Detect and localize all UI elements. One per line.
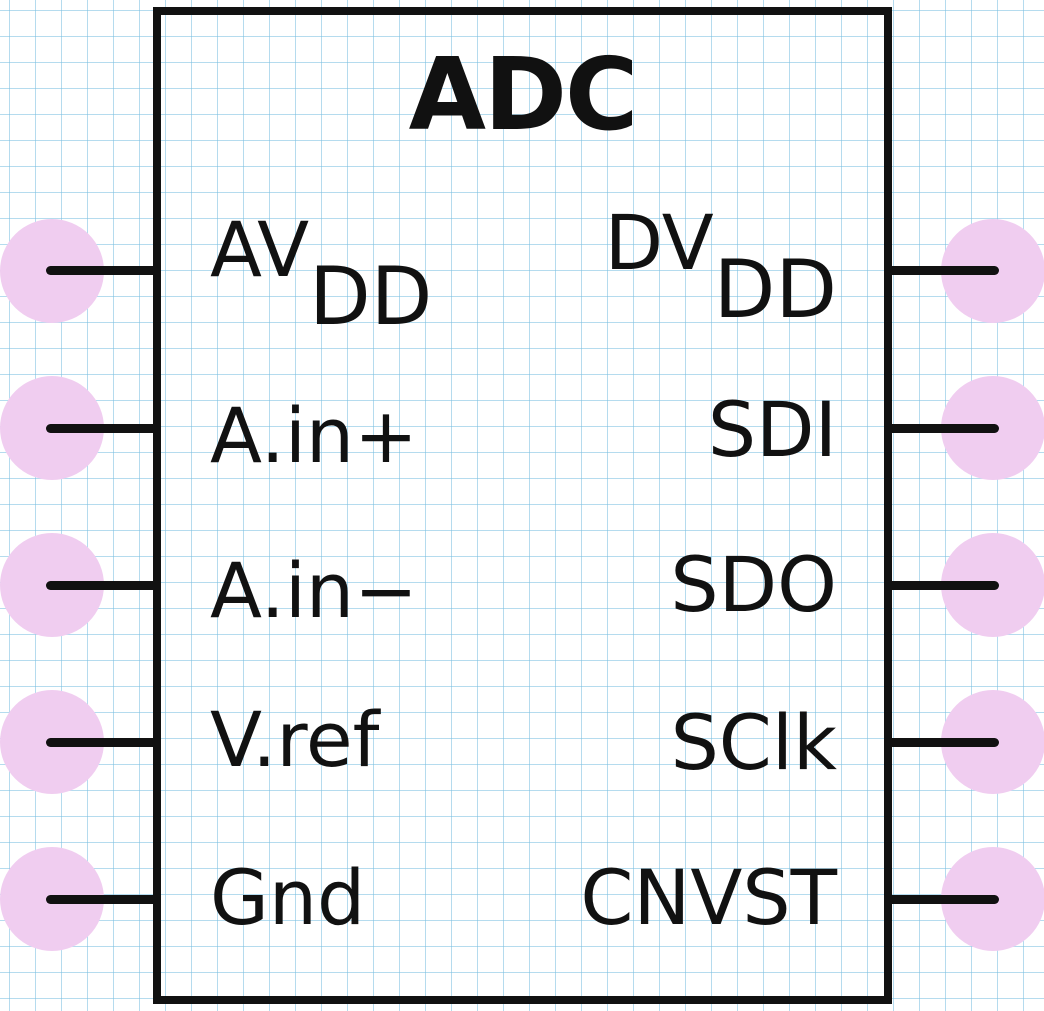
pin-label-sclk: SClk <box>670 698 837 787</box>
pin-lead-left-1 <box>46 266 158 275</box>
pin-label-dvdd-subscript: DD <box>713 243 837 336</box>
pin-lead-left-3 <box>46 581 158 590</box>
pin-label-ain-minus: A.in− <box>210 546 418 635</box>
pin-label-gnd: Gnd <box>210 853 366 942</box>
pin-lead-right-1 <box>887 266 999 275</box>
component-title: ADC <box>408 36 639 153</box>
pin-label-dvdd-main: DV <box>604 198 714 287</box>
pin-label-avdd-main: AV <box>210 205 310 294</box>
pin-label-dvdd: DVDD <box>605 205 837 330</box>
pin-label-cnvst: CNVST <box>580 853 837 942</box>
pin-lead-right-5 <box>887 895 999 904</box>
pin-lead-left-5 <box>46 895 158 904</box>
pin-lead-right-2 <box>887 424 999 433</box>
pin-lead-left-4 <box>46 738 158 747</box>
pin-label-sdi: SDI <box>707 385 837 474</box>
pin-lead-left-2 <box>46 424 158 433</box>
pin-lead-right-4 <box>887 738 999 747</box>
pin-label-ain-plus: A.in+ <box>210 391 418 480</box>
pin-label-vref: V.ref <box>210 695 380 784</box>
pin-lead-right-3 <box>887 581 999 590</box>
adc-component-body[interactable] <box>153 7 892 1004</box>
pin-label-avdd-subscript: DD <box>309 250 433 343</box>
pin-label-avdd: AVDD <box>210 212 432 337</box>
pin-label-sdo: SDO <box>670 540 837 629</box>
